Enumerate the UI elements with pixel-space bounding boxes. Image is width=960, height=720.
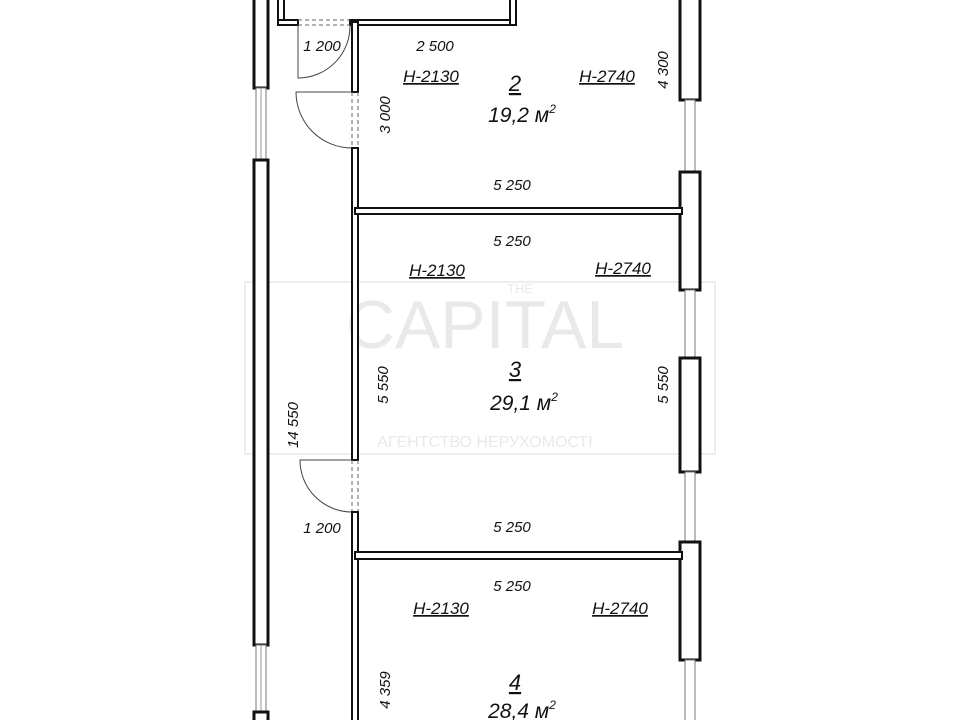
- room-3-dim-bottom: 5 250: [493, 519, 531, 536]
- room-2-dim-top: 2 500: [415, 38, 454, 55]
- partition-2-3: [354, 207, 683, 215]
- room-2-area: 19,2 м2: [488, 102, 556, 127]
- room-4-dim-top: 5 250: [493, 578, 531, 595]
- room-3-dim-right: 5 550: [655, 366, 672, 404]
- room-4-number: 4: [509, 670, 521, 695]
- svg-text:CAPITAL: CAPITAL: [346, 287, 624, 363]
- room-3-height-right: Н-2740: [595, 259, 651, 278]
- room-4-dim-left: 4 359: [377, 671, 394, 709]
- left-exterior-wall: [252, 0, 270, 720]
- right-exterior-wall: [678, 0, 702, 720]
- svg-text:АГЕНТСТВО НЕРУХОМОСТІ: АГЕНТСТВО НЕРУХОМОСТІ: [377, 434, 592, 451]
- corridor-width-top: 1 200: [303, 38, 341, 55]
- watermark-logo: THE CAPITAL АГЕНТСТВО НЕРУХОМОСТІ: [244, 281, 716, 455]
- room-3-height-left: Н-2130: [409, 261, 465, 280]
- room-3-dim-top: 5 250: [493, 233, 531, 250]
- room-2-dim-right: 4 300: [655, 51, 672, 89]
- room-2: 2 500 Н-2130 Н-2740 2 19,2 м2 3 000 4 30…: [377, 38, 672, 194]
- room-2-height-left: Н-2130: [403, 67, 459, 86]
- room-2-dim-bottom: 5 250: [493, 177, 531, 194]
- room-2-number: 2: [508, 71, 521, 96]
- room-3-area: 29,1 м2: [489, 390, 558, 415]
- corridor-wall: [295, 21, 359, 720]
- room-4-area: 28,4 м2: [487, 698, 556, 720]
- room-4-height-right: Н-2740: [592, 599, 648, 618]
- partition-3-4: [354, 551, 683, 560]
- room-2-height-right: Н-2740: [579, 67, 635, 86]
- room-4: 5 250 Н-2130 Н-2740 4 28,4 м2 4 359: [377, 578, 648, 720]
- room-2-dim-left: 3 000: [377, 96, 394, 134]
- room-3: 5 250 Н-2130 Н-2740 3 29,1 м2 5 550 5 55…: [375, 233, 672, 536]
- svg-text:THE: THE: [507, 281, 533, 296]
- room-3-number: 3: [509, 357, 522, 382]
- top-room-wall: [277, 0, 517, 79]
- room-3-dim-left: 5 550: [375, 366, 392, 404]
- corridor-length: 14 550: [285, 401, 302, 448]
- corridor-width-bottom: 1 200: [303, 520, 341, 537]
- room-4-height-left: Н-2130: [413, 599, 469, 618]
